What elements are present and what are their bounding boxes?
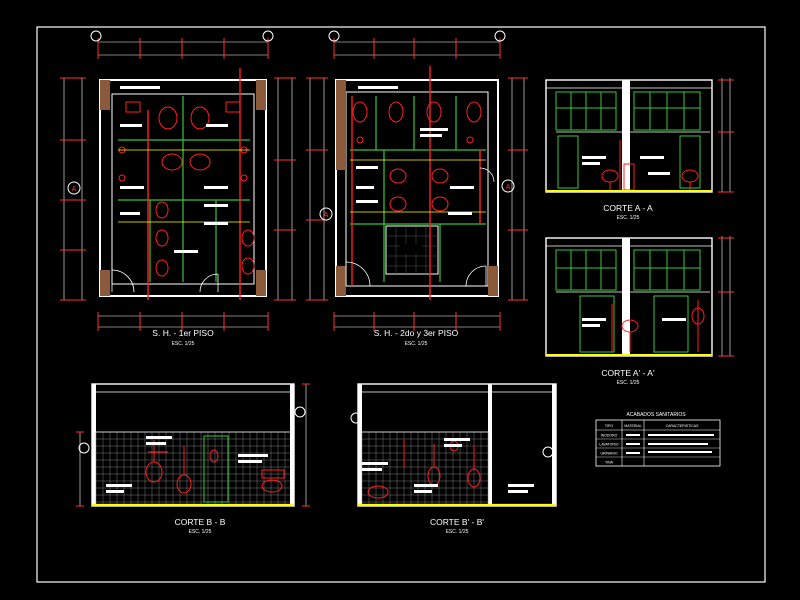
- axis-bubble-icon: [78, 442, 90, 454]
- section-b-b: CORTE B - B ESC. 1/25: [76, 383, 310, 535]
- dimension-lines: [309, 41, 525, 328]
- secAAp-fixtures: [611, 300, 705, 352]
- legend-row-type: URINARIO: [600, 452, 617, 456]
- secAAp-title: CORTE A' - A': [601, 368, 655, 378]
- plan1-scale: ESC. 1/25: [172, 341, 195, 347]
- axis-bubble-icon: [350, 412, 362, 424]
- axis-bubble-icon: [542, 446, 554, 458]
- dimension-ticks: [306, 38, 528, 331]
- secBB-title: CORTE B - B: [175, 517, 226, 527]
- axis-bubble-icon: [328, 30, 340, 42]
- legend-row-type: TINA: [605, 461, 614, 465]
- plan-first-floor: A S. H. - 1er PISO ESC. 1/25: [60, 30, 296, 347]
- plan2-doors: [345, 167, 495, 287]
- axis-bubble-icon: [67, 181, 81, 195]
- legend-row-type: INODORO: [601, 434, 618, 438]
- secBBp-title: CORTE B' - B': [430, 517, 484, 527]
- legend-header-cell: CARACTERISTICAS: [666, 424, 700, 428]
- section-b-prime: CORTE B' - B' ESC. 1/25: [350, 383, 557, 535]
- sheet-frame: [36, 26, 766, 583]
- legend-header-cell: TIPO: [605, 424, 613, 428]
- legend-frame: [595, 419, 721, 467]
- plan1-wall-hatch-br: [256, 270, 266, 296]
- plan2-wall-hatch-br: [488, 266, 498, 296]
- section-a-prime: CORTE A' - A' ESC. 1/25: [545, 236, 734, 386]
- axis-label: A: [506, 184, 511, 191]
- plan2-tiled-room: [385, 225, 439, 275]
- plan1-doors: [111, 269, 219, 293]
- finishes-legend-table: ACABADOS SANITARIOS TIPO MATERIAL CARACT…: [595, 412, 721, 467]
- axis-bubble-icon: [262, 30, 274, 42]
- plan1-partitions: [118, 96, 250, 282]
- plan1-pipes: [147, 68, 241, 300]
- plan2-note-text: [356, 86, 474, 215]
- secBB-labels: [106, 436, 268, 493]
- plan2-partitions: [350, 96, 486, 282]
- plan1-wall-hatch-left: [100, 80, 110, 110]
- legend-row-type: LAVATORIO: [599, 443, 618, 447]
- dimension-lines: [63, 41, 293, 328]
- secBB-tile-grid: [95, 431, 290, 504]
- axis-bubble-icon: [294, 406, 306, 418]
- plan2-wall-hatch-bl: [336, 266, 346, 296]
- secBB-scale: ESC. 1/25: [189, 529, 212, 535]
- axis-bubble-icon: [494, 30, 506, 42]
- legend-description-lines: [626, 434, 714, 454]
- axis-label: A: [324, 212, 329, 219]
- secBB-partitions: [203, 435, 229, 503]
- secAA-scale: ESC. 1/25: [617, 215, 640, 221]
- axis-bubble-icon: [319, 207, 333, 221]
- plan1-wall-hatch-right: [256, 80, 266, 110]
- secAAp-note-text: [582, 318, 686, 327]
- secBBp-labels: [362, 438, 534, 493]
- legend-header-cell: MATERIAL: [624, 424, 641, 428]
- axis-bubble-icon: [90, 30, 102, 42]
- legend-title: ACABADOS SANITARIOS: [626, 412, 686, 418]
- plan1-title: S. H. - 1er PISO: [152, 328, 214, 338]
- plan1-inner-wall: [111, 93, 255, 285]
- plan-upper-floors: A A S. H. - 2do y 3er PISO ESC. 1/25: [306, 30, 528, 347]
- plan2-outer-wall: [335, 79, 499, 297]
- secAAp-partitions: [555, 249, 701, 353]
- section-a-a: CORTE A - A ESC. 1/25: [545, 78, 734, 221]
- plan2-inner-wall: [345, 91, 489, 287]
- secBBp-scale: ESC. 1/25: [446, 529, 469, 535]
- plan1-outer-wall: [99, 79, 267, 297]
- axis-label: A: [72, 186, 77, 193]
- secAA-title: CORTE A - A: [603, 203, 653, 213]
- axis-bubble-icon: [501, 179, 515, 193]
- plan2-scale: ESC. 1/25: [405, 341, 428, 347]
- secAAp-scale: ESC. 1/25: [617, 380, 640, 386]
- plan2-title: S. H. - 2do y 3er PISO: [374, 328, 459, 338]
- plan1-wall-hatch-bl: [100, 270, 110, 296]
- secAA-note-text: [582, 156, 670, 175]
- secAA-fixtures: [601, 140, 699, 191]
- secAA-partitions: [555, 91, 701, 189]
- plan1-fixtures: [118, 101, 255, 277]
- plan2-wall-hatch-left: [336, 80, 346, 170]
- secBB-fixtures: [145, 440, 285, 494]
- plan1-note-text: [120, 86, 228, 253]
